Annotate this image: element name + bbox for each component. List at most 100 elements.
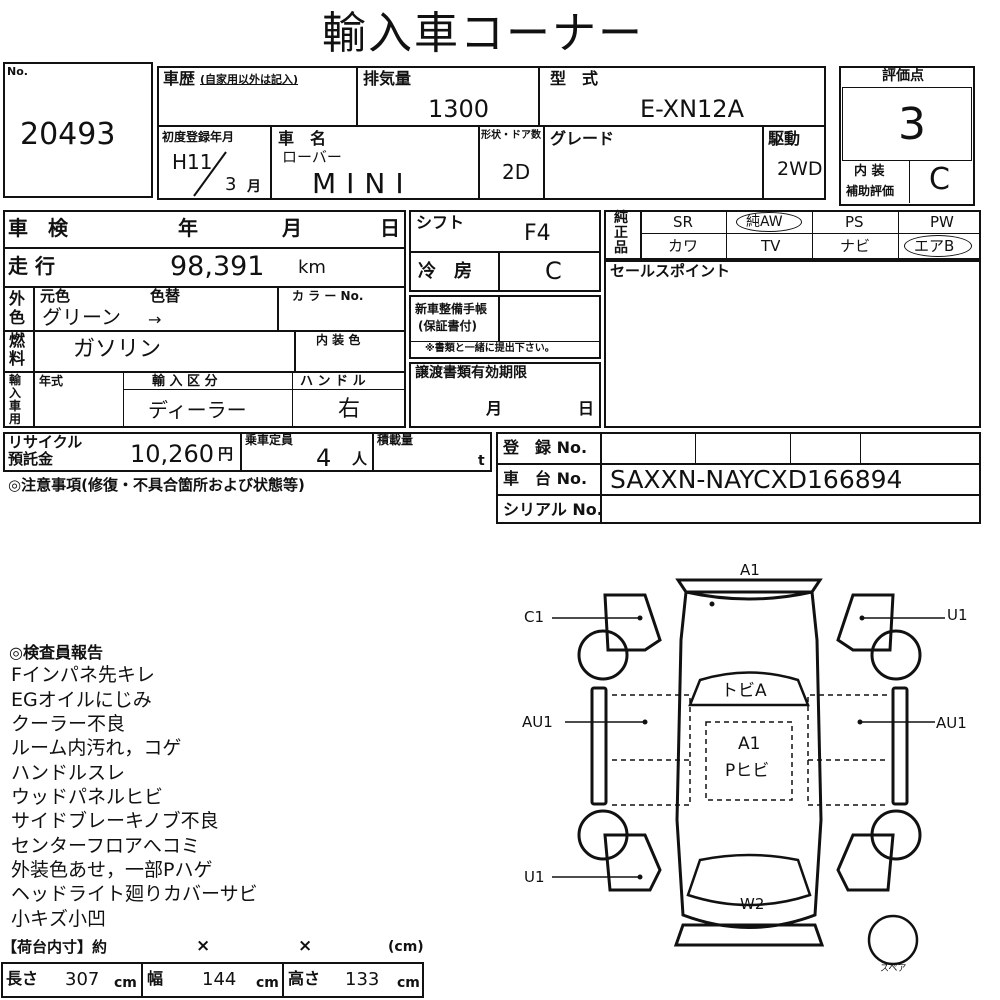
report-item: ハンドルスレ bbox=[11, 762, 126, 784]
first-reg-month-unit: 月 bbox=[247, 179, 261, 195]
history-label: 車歴 bbox=[163, 69, 196, 88]
drive-label: 駆動 bbox=[768, 129, 801, 148]
report-item: ヘッドライト廻りカバーサビ bbox=[11, 883, 258, 905]
damage-roof-2: Pヒビ bbox=[725, 761, 770, 781]
rating-inner bbox=[842, 87, 972, 161]
color-number-label: カ ラ ー No. bbox=[292, 289, 364, 303]
car-brand: ローバー bbox=[282, 148, 342, 166]
report-title: ◎検査員報告 bbox=[9, 643, 103, 662]
load-unit: t bbox=[478, 453, 485, 469]
color-side-1: 外 bbox=[9, 289, 26, 308]
import-year-label: 年式 bbox=[39, 374, 64, 388]
ac-value: C bbox=[545, 257, 562, 285]
interior-color-label: 内 装 色 bbox=[316, 333, 361, 347]
cargo-title: 【荷台内寸】約 bbox=[2, 938, 108, 956]
damage-left-front: C1 bbox=[524, 608, 545, 626]
handle-label: ハ ン ド ル bbox=[300, 374, 366, 389]
load-label: 積載量 bbox=[377, 433, 414, 447]
first-reg-label: 初度登録年月 bbox=[162, 130, 235, 144]
drive-value: 2WD bbox=[777, 158, 823, 180]
ac-label: 冷 房 bbox=[418, 261, 472, 282]
maintenance-note: ※書類と一緒に提出下さい。 bbox=[425, 343, 555, 354]
displacement-label: 排気量 bbox=[363, 69, 412, 88]
report-item: 外装色あせ，一部Pハゲ bbox=[11, 859, 213, 881]
height-value: 133 bbox=[345, 969, 380, 990]
length-label: 長さ bbox=[6, 969, 39, 988]
option-aw: 純AW bbox=[746, 214, 783, 230]
damage-left-mid: AU1 bbox=[522, 713, 553, 731]
damage-roof-1: A1 bbox=[738, 734, 761, 754]
transfer-month: 月 bbox=[486, 399, 503, 418]
option-sr: SR bbox=[673, 213, 693, 231]
displacement-value: 1300 bbox=[428, 95, 490, 123]
color-arrow: → bbox=[148, 310, 162, 329]
recycle-label-1: リサイクル bbox=[8, 433, 83, 451]
stock-number: 20493 bbox=[20, 117, 116, 152]
mileage-unit: km bbox=[298, 257, 326, 278]
transfer-label: 譲渡書類有効期限 bbox=[415, 365, 527, 381]
report-item: Fインパネ先キレ bbox=[11, 664, 155, 686]
capacity-label: 乗車定員 bbox=[245, 433, 294, 447]
width-label: 幅 bbox=[147, 969, 164, 988]
fuel-value: ガソリン bbox=[73, 337, 162, 362]
interior-label-1: 内 装 bbox=[854, 164, 885, 179]
notice-text: ◎注意事項(修復・不具合箇所および状態等) bbox=[8, 476, 305, 494]
rating-label: 評価点 bbox=[882, 68, 924, 84]
first-reg-year: H11 bbox=[172, 150, 213, 174]
registration-label: 登 録 No. bbox=[503, 438, 588, 457]
stock-number-box bbox=[3, 62, 153, 198]
history-note: (自家用以外は記入) bbox=[200, 73, 299, 86]
option-airbag-circle bbox=[904, 235, 972, 257]
options-side-1: 純 bbox=[614, 210, 628, 226]
color-side-2: 色 bbox=[9, 308, 26, 327]
interior-label-2: 補助評価 bbox=[846, 184, 895, 198]
rating-value: 3 bbox=[898, 99, 926, 150]
inspection-month: 月 bbox=[282, 216, 302, 240]
first-reg-month: 3 bbox=[225, 174, 237, 195]
capacity-unit: 人 bbox=[352, 450, 368, 468]
capacity-value: 4 bbox=[316, 444, 332, 472]
damage-rear: W2 bbox=[740, 895, 765, 913]
dimensions-box bbox=[1, 962, 424, 998]
maintenance-label-2: (保証書付) bbox=[418, 319, 477, 333]
model-code-label: 型 式 bbox=[550, 69, 599, 88]
recycle-label-2: 預託金 bbox=[8, 450, 54, 468]
shift-value: F4 bbox=[524, 221, 551, 246]
damage-right-mid: AU1 bbox=[936, 714, 967, 732]
car-name-label: 車 名 bbox=[278, 129, 327, 148]
cargo-x1: × bbox=[196, 936, 211, 956]
report-item: EGオイルにじみ bbox=[11, 689, 152, 711]
page-title: 輸入車コーナー bbox=[322, 8, 644, 59]
option-navi: ナビ bbox=[840, 237, 871, 255]
maintenance-box bbox=[409, 295, 601, 359]
height-unit: cm bbox=[397, 975, 420, 991]
registration-box bbox=[496, 432, 981, 524]
length-unit: cm bbox=[114, 975, 137, 991]
import-type-value: ディーラー bbox=[148, 398, 247, 422]
car-damage-diagram bbox=[552, 578, 945, 966]
stock-number-label: No. bbox=[7, 65, 28, 78]
inspection-label: 車 検 bbox=[8, 216, 68, 240]
length-value: 307 bbox=[65, 969, 100, 990]
options-side-2: 正 bbox=[614, 225, 628, 241]
rating-box bbox=[839, 66, 975, 206]
grade-label: グレード bbox=[550, 129, 615, 148]
maintenance-label-1: 新車整備手帳 bbox=[415, 302, 488, 316]
fuel-side-1: 燃 bbox=[9, 331, 26, 350]
inspection-day: 日 bbox=[380, 216, 400, 240]
width-unit: cm bbox=[256, 975, 279, 991]
chassis-value: SAXXN-NAYCXD166894 bbox=[610, 465, 903, 494]
serial-label: シリアル No. bbox=[503, 500, 603, 519]
sales-point-box bbox=[604, 260, 981, 428]
damage-left-rear: U1 bbox=[524, 868, 545, 886]
fuel-side-2: 料 bbox=[9, 349, 26, 368]
cargo-unit: (cm) bbox=[388, 939, 424, 955]
recycle-unit: 円 bbox=[218, 445, 234, 463]
mileage-label: 走 行 bbox=[8, 254, 55, 278]
report-item: サイドブレーキノブ不良 bbox=[11, 810, 219, 832]
import-side-label: 輸入車用 bbox=[9, 373, 22, 426]
options-side-3: 品 bbox=[614, 240, 628, 256]
main-left-box bbox=[3, 210, 406, 428]
option-leather: カワ bbox=[668, 237, 699, 255]
inspection-year: 年 bbox=[178, 216, 198, 240]
